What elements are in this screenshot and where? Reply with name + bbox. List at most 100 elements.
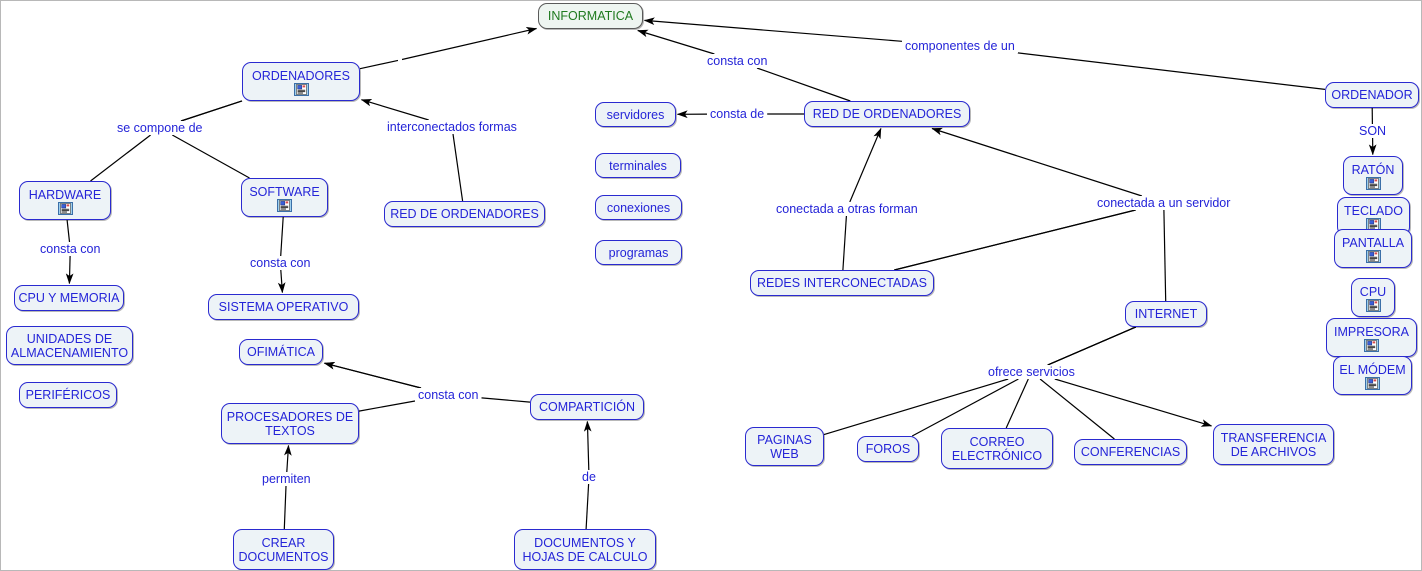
node-label: terminales bbox=[609, 158, 667, 173]
resource-document-icon[interactable] bbox=[57, 201, 73, 215]
link-label-permiten[interactable]: permiten bbox=[259, 472, 314, 486]
link-segment bbox=[1005, 378, 1029, 429]
resource-document-icon[interactable] bbox=[1365, 249, 1381, 263]
node-label: PANTALLA bbox=[1341, 235, 1405, 250]
link-segment bbox=[359, 59, 399, 70]
node-label: CREAR bbox=[261, 535, 306, 550]
link-label-conectada-serv[interactable]: conectada a un servidor bbox=[1094, 196, 1234, 210]
node-ofimatica[interactable]: OFIMÁTICA bbox=[239, 339, 323, 365]
link-label-blank[interactable] bbox=[398, 53, 402, 67]
link-segment bbox=[585, 483, 590, 530]
node-cpu-memoria[interactable]: CPU Y MEMORIA bbox=[14, 285, 124, 311]
node-cpu[interactable]: CPU bbox=[1351, 278, 1395, 317]
node-label: programas bbox=[608, 245, 669, 260]
node-conexiones[interactable]: conexiones bbox=[595, 195, 682, 220]
link-segment-arrow bbox=[849, 127, 882, 203]
link-label-de[interactable]: de bbox=[579, 470, 599, 484]
node-ordenador[interactable]: ORDENADOR bbox=[1325, 82, 1419, 108]
resource-document-icon[interactable] bbox=[293, 82, 309, 96]
node-internet[interactable]: INTERNET bbox=[1125, 301, 1207, 327]
link-segment bbox=[1047, 326, 1137, 366]
node-label: PAGINAS bbox=[757, 432, 812, 447]
node-label: RED DE ORDENADORES bbox=[390, 207, 539, 221]
link-segment-arrow bbox=[360, 98, 429, 121]
node-label: OFIMÁTICA bbox=[246, 345, 316, 359]
node-label: CPU Y MEMORIA bbox=[18, 291, 120, 305]
node-label-line2: WEB bbox=[770, 446, 799, 461]
node-modem[interactable]: EL MÓDEM bbox=[1333, 356, 1412, 395]
node-informatica[interactable]: INFORMATICA bbox=[538, 3, 643, 29]
node-label: CONFERENCIAS bbox=[1080, 445, 1181, 459]
node-sistema-op[interactable]: SISTEMA OPERATIVO bbox=[208, 294, 359, 320]
link-label-interconect[interactable]: interconectados formas bbox=[384, 120, 520, 134]
node-impresora[interactable]: IMPRESORA bbox=[1326, 318, 1417, 357]
node-label: EL MÓDEM bbox=[1339, 362, 1406, 377]
node-foros[interactable]: FOROS bbox=[857, 436, 919, 462]
link-label-consta-con-1[interactable]: consta con bbox=[704, 54, 771, 68]
node-servidores[interactable]: servidores bbox=[595, 102, 676, 127]
link-segment-arrow bbox=[401, 27, 538, 61]
node-terminales[interactable]: terminales bbox=[595, 153, 681, 178]
node-red-orden-b[interactable]: RED DE ORDENADORES bbox=[804, 101, 970, 127]
link-segment-arrow bbox=[65, 255, 74, 285]
link-label-son[interactable]: SON bbox=[1356, 124, 1390, 138]
node-red-orden-a[interactable]: RED DE ORDENADORES bbox=[384, 201, 545, 227]
link-segment bbox=[358, 400, 416, 412]
link-segment-arrow bbox=[323, 361, 422, 389]
link-label-consta-de[interactable]: consta de bbox=[707, 107, 768, 121]
link-segment bbox=[280, 216, 284, 257]
node-label: PROCESADORES DE bbox=[226, 409, 354, 424]
node-raton[interactable]: RATÓN bbox=[1343, 156, 1403, 195]
node-software[interactable]: SOFTWARE bbox=[241, 178, 328, 217]
node-label: INFORMATICA bbox=[547, 9, 634, 23]
node-programas[interactable]: programas bbox=[595, 240, 682, 265]
node-label: IMPRESORA bbox=[1334, 324, 1410, 339]
link-segment bbox=[894, 209, 1136, 271]
link-segment bbox=[756, 67, 851, 102]
node-comparticion[interactable]: COMPARTICIÓN bbox=[530, 394, 644, 420]
node-label: RED DE ORDENADORES bbox=[812, 107, 962, 121]
link-segment-arrow bbox=[1054, 378, 1213, 427]
node-ordenadores[interactable]: ORDENADORES bbox=[242, 62, 360, 101]
resource-document-icon[interactable] bbox=[277, 198, 292, 212]
link-segment bbox=[283, 485, 287, 530]
node-label: conexiones bbox=[606, 200, 671, 215]
link-segment bbox=[1047, 326, 1137, 366]
node-label: SISTEMA OPERATIVO bbox=[218, 300, 349, 314]
node-perifericos[interactable]: PERIFÉRICOS bbox=[19, 382, 117, 408]
node-label: SOFTWARE bbox=[249, 184, 320, 199]
resource-document-icon[interactable] bbox=[1365, 376, 1380, 390]
link-segment bbox=[894, 209, 1136, 271]
link-segment bbox=[842, 215, 847, 271]
node-label: REDES INTERCONECTADAS bbox=[757, 276, 927, 290]
link-segment bbox=[1047, 326, 1137, 366]
node-hardware[interactable]: HARDWARE bbox=[19, 181, 111, 220]
link-label-consta-con-3[interactable]: consta con bbox=[247, 256, 314, 270]
node-label: DOCUMENTOS Y bbox=[534, 535, 636, 550]
node-label-line2: TEXTOS bbox=[265, 423, 315, 438]
resource-document-icon[interactable] bbox=[1365, 176, 1381, 190]
resource-document-icon[interactable] bbox=[1365, 298, 1381, 312]
node-label: PERIFÉRICOS bbox=[25, 388, 111, 402]
node-label: INTERNET bbox=[1134, 307, 1198, 321]
link-label-consta-con-2[interactable]: consta con bbox=[37, 242, 104, 256]
link-segment bbox=[452, 133, 464, 202]
node-label: HARDWARE bbox=[28, 187, 102, 202]
resource-document-icon[interactable] bbox=[1364, 338, 1379, 352]
link-label-se-compone[interactable]: se compone de bbox=[114, 121, 206, 135]
link-label-componentes[interactable]: componentes de un bbox=[902, 39, 1018, 53]
link-label-ofrece[interactable]: ofrece servicios bbox=[985, 365, 1078, 379]
node-pantalla[interactable]: PANTALLA bbox=[1334, 229, 1412, 268]
link-label-consta-con-4[interactable]: consta con bbox=[415, 388, 482, 402]
node-redes-inter[interactable]: REDES INTERCONECTADAS bbox=[750, 270, 934, 296]
link-label-conectada-otras[interactable]: conectada a otras forman bbox=[773, 202, 921, 216]
node-conferencias[interactable]: CONFERENCIAS bbox=[1074, 439, 1187, 465]
link-segment bbox=[90, 134, 151, 182]
